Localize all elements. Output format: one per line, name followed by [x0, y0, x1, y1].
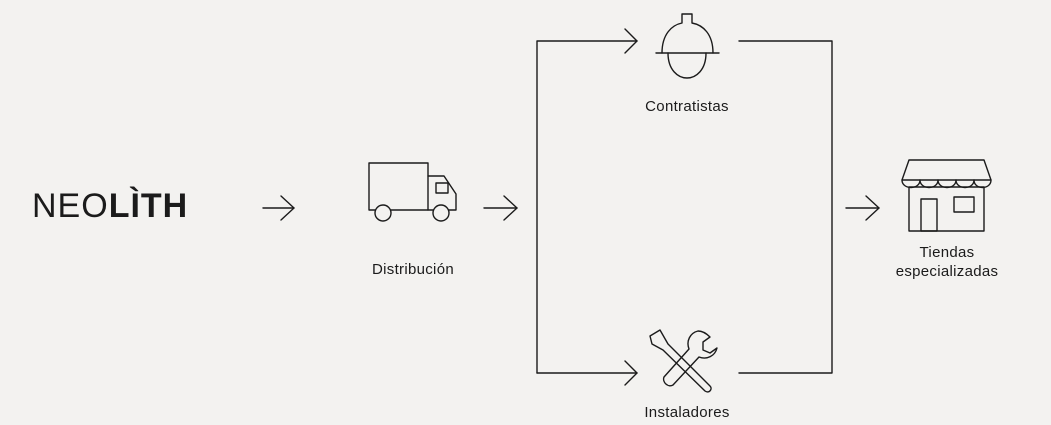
arrow-logo-to-distribution — [262, 195, 295, 221]
store-icon — [901, 159, 992, 232]
distribution-label: Distribución — [372, 261, 454, 278]
arrow-distribution-to-branches — [483, 195, 518, 221]
arrow-branches-to-stores — [845, 195, 880, 221]
installers-label: Instaladores — [644, 404, 730, 421]
tools-icon — [649, 329, 718, 393]
logo-suffix: LÌTH — [108, 187, 189, 225]
stores-label-line1: Tiendas — [919, 244, 975, 261]
branch-lines-left — [536, 28, 638, 386]
logo-prefix: NEO — [32, 187, 109, 225]
contractors-label: Contratistas — [645, 98, 729, 115]
neolith-logo: NEOLÌTH — [32, 186, 188, 226]
branch-lines-right — [738, 40, 833, 374]
stores-label-line2: especializadas — [895, 263, 999, 280]
stores-label: Tiendas especializadas — [866, 243, 1028, 281]
truck-icon — [368, 162, 457, 222]
hard-hat-icon — [655, 13, 720, 79]
